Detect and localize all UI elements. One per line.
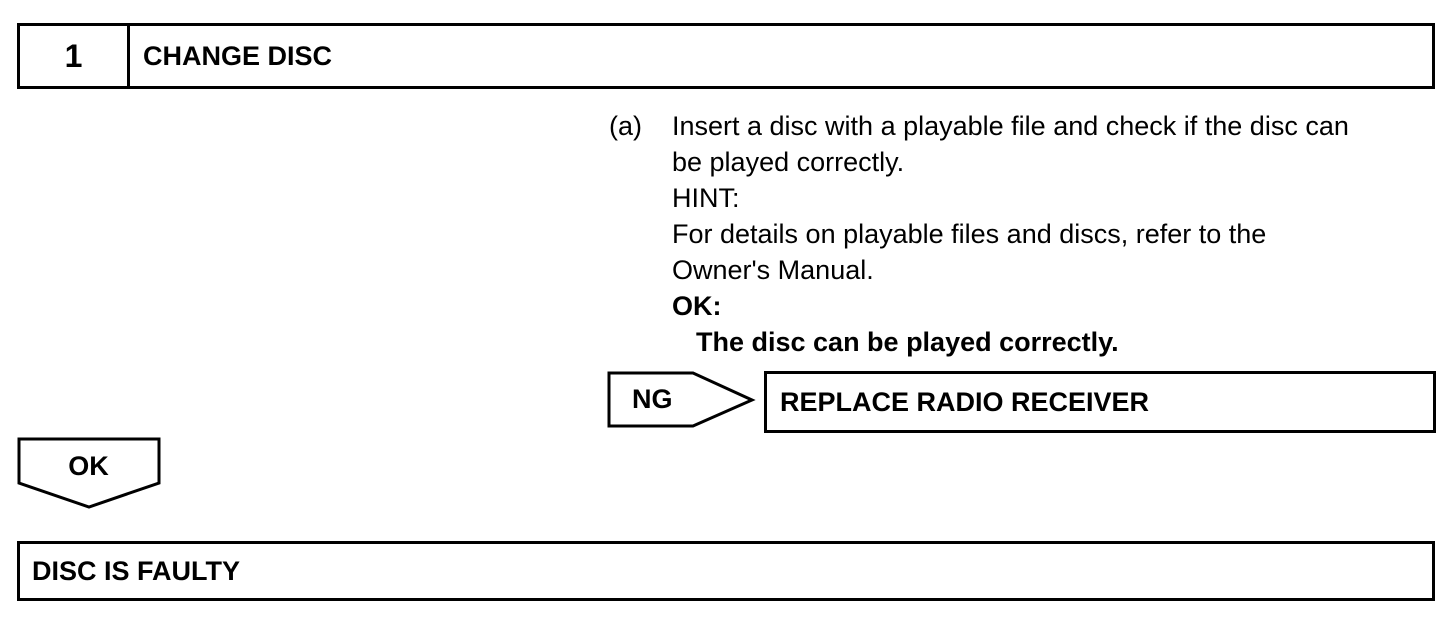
ng-label: NG [632, 384, 673, 414]
instruction-line: Insert a disc with a playable file and c… [672, 111, 1349, 141]
instruction-text: Insert a disc with a playable file and c… [672, 108, 1442, 360]
ok-arrow-icon [17, 437, 161, 509]
ng-arrow-icon [607, 371, 756, 428]
ng-result-box: REPLACE RADIO RECEIVER [764, 371, 1436, 433]
instruction-label: (a) [609, 111, 642, 141]
hint-line: Owner's Manual. [672, 255, 874, 285]
instruction-line: be played correctly. [672, 147, 905, 177]
step-number: 1 [20, 26, 130, 86]
ok-label: OK [68, 451, 109, 481]
ok-criteria-result: The disc can be played correctly. [696, 327, 1119, 357]
hint-label: HINT: [672, 183, 740, 213]
final-result-box: DISC IS FAULTY [17, 541, 1435, 601]
step-title: CHANGE DISC [143, 40, 333, 71]
ok-criteria-label: OK: [672, 291, 722, 321]
step-header: 1 CHANGE DISC [17, 23, 1435, 89]
hint-line: For details on playable files and discs,… [672, 219, 1267, 249]
